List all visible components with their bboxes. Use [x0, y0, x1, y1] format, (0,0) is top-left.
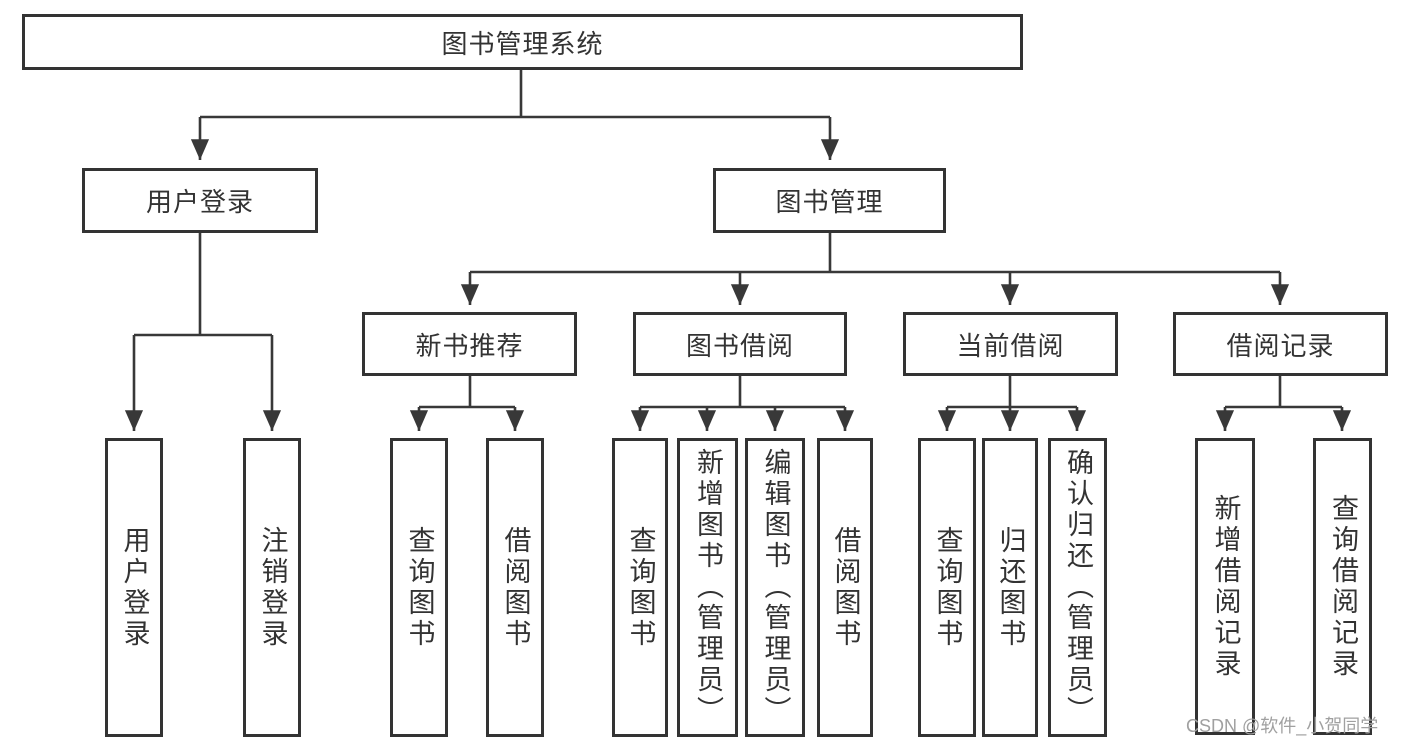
- tree-branch-lines: [134, 70, 1342, 409]
- leaf-borrow-books-1: 借阅图书: [486, 438, 544, 737]
- node-user-login: 用户登录: [82, 168, 318, 233]
- leaf-add-book-admin: 新增图书（管理员）: [677, 438, 738, 737]
- leaf-query-books-3: 查询图书: [918, 438, 976, 737]
- node-user-login-label: 用户登录: [145, 187, 254, 217]
- node-current-borrow-label: 当前借阅: [956, 330, 1065, 361]
- leaf-query-books-3-label: 查询图书: [932, 525, 963, 650]
- node-book-borrow-label: 图书借阅: [685, 330, 794, 361]
- leaf-return-book-label: 归还图书: [995, 525, 1026, 650]
- leaf-add-book-admin-label: 新增图书（管理员）: [693, 448, 723, 727]
- leaf-add-borrow-record-label: 新增借阅记录: [1210, 493, 1241, 680]
- node-borrow-records: 借阅记录: [1173, 312, 1388, 376]
- leaf-user-login-label: 用户登录: [119, 525, 150, 650]
- leaf-borrow-books-2-label: 借阅图书: [830, 525, 861, 650]
- node-borrow-records-label: 借阅记录: [1226, 330, 1335, 361]
- leaf-query-books-1: 查询图书: [390, 438, 448, 737]
- leaf-borrow-books-1-label: 借阅图书: [500, 525, 531, 650]
- node-book-management: 图书管理: [713, 168, 946, 233]
- leaf-query-books-2-label: 查询图书: [625, 525, 656, 650]
- csdn-watermark: CSDN @软件_小贺同学: [1186, 716, 1379, 736]
- node-root: 图书管理系统: [22, 14, 1023, 70]
- node-new-book-recommend-label: 新书推荐: [415, 330, 524, 361]
- leaf-confirm-return-admin-label: 确认归还（管理员）: [1063, 448, 1093, 727]
- leaf-edit-book-admin: 编辑图书（管理员）: [745, 438, 805, 737]
- node-book-management-label: 图书管理: [775, 187, 884, 217]
- leaf-query-borrow-record: 查询借阅记录: [1313, 438, 1372, 735]
- leaf-user-login: 用户登录: [105, 438, 163, 737]
- node-new-book-recommend: 新书推荐: [362, 312, 577, 376]
- leaf-return-book: 归还图书: [982, 438, 1038, 737]
- leaf-add-borrow-record: 新增借阅记录: [1195, 438, 1255, 735]
- leaf-logout-label: 注销登录: [257, 525, 288, 650]
- leaf-borrow-books-2: 借阅图书: [817, 438, 873, 737]
- leaf-query-borrow-record-label: 查询借阅记录: [1328, 493, 1358, 680]
- node-book-borrow: 图书借阅: [633, 312, 847, 376]
- node-root-label: 图书管理系统: [441, 28, 604, 59]
- leaf-query-books-1-label: 查询图书: [404, 525, 435, 650]
- node-current-borrow: 当前借阅: [903, 312, 1118, 376]
- leaf-confirm-return-admin: 确认归还（管理员）: [1048, 438, 1107, 737]
- leaf-edit-book-admin-label: 编辑图书（管理员）: [760, 448, 791, 727]
- leaf-logout: 注销登录: [243, 438, 301, 737]
- leaf-query-books-2: 查询图书: [612, 438, 668, 737]
